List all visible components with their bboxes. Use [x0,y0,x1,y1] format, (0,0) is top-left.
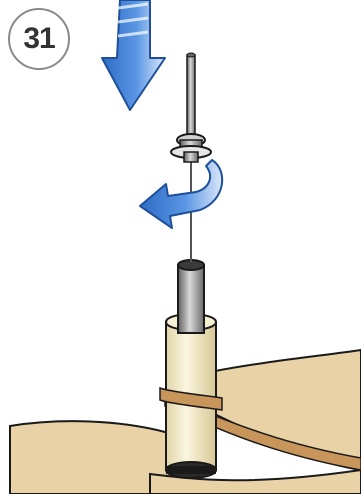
spacer-tube [178,260,204,333]
rotate-arrow-icon [140,160,222,228]
down-arrow-icon [102,0,165,110]
cream-sleeve [160,314,222,478]
step-number: 31 [23,22,54,56]
step-number-badge: 31 [8,8,70,70]
nut-washer [171,134,211,162]
threaded-rod [187,53,195,135]
